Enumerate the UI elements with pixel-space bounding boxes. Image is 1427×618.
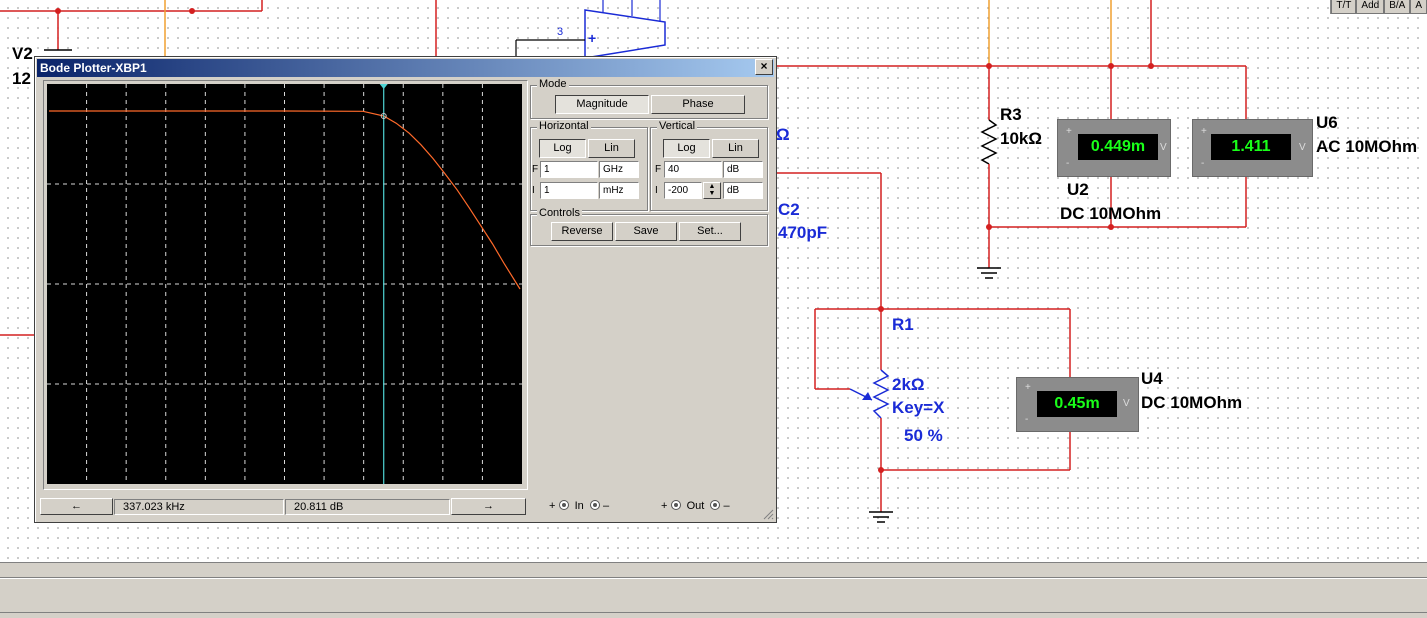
cursor-gain: 20.811 dB bbox=[285, 499, 450, 515]
horizontal-final-value[interactable]: 1 bbox=[540, 161, 598, 178]
plot-frame bbox=[43, 80, 528, 490]
toolbar-button-ba[interactable]: B/A bbox=[1384, 0, 1411, 14]
output-terminals: + Out – bbox=[661, 500, 730, 512]
u2-plus-terminal: + bbox=[1066, 126, 1072, 137]
vertical-final-label: F bbox=[655, 164, 662, 175]
r1-percent: 50 % bbox=[904, 426, 943, 445]
output-label: Out bbox=[686, 500, 705, 512]
bode-plotter-window[interactable]: Bode Plotter-XBP1 × Mode Magnitude Phase… bbox=[34, 56, 777, 523]
u2-reading: 0.449m bbox=[1078, 134, 1158, 160]
opamp-plus: + bbox=[588, 30, 597, 46]
reverse-button[interactable]: Reverse bbox=[551, 222, 613, 241]
bode-plot[interactable] bbox=[47, 84, 522, 484]
opamp-pin-3: 3 bbox=[557, 26, 564, 38]
horizontal-initial-value[interactable]: 1 bbox=[540, 182, 598, 199]
mode-label: Mode bbox=[537, 78, 569, 90]
controls-label: Controls bbox=[537, 207, 582, 219]
vertical-label: Vertical bbox=[657, 120, 698, 132]
toolbar-fragment: T/T Add B/A A bbox=[1330, 0, 1427, 14]
r1-key: Key=X bbox=[892, 398, 945, 417]
output-plus-terminal[interactable] bbox=[670, 500, 681, 510]
output-plus-label: + bbox=[661, 500, 668, 512]
vertical-initial-unit[interactable]: dB bbox=[723, 182, 763, 199]
input-plus-terminal[interactable] bbox=[558, 500, 569, 510]
u2-minus-terminal: - bbox=[1066, 158, 1070, 169]
vertical-initial-spinner[interactable]: ▲▼ bbox=[703, 182, 721, 199]
omega-fragment: Ω bbox=[776, 125, 790, 144]
u6-voltmeter[interactable]: + - 1.411 V bbox=[1192, 119, 1313, 177]
horizontal-group: Horizontal Log Lin F 1 GHz I 1 mHz bbox=[530, 120, 648, 211]
input-label: In bbox=[574, 500, 584, 512]
phase-button[interactable]: Phase bbox=[651, 95, 745, 114]
vertical-final-unit[interactable]: dB bbox=[723, 161, 763, 178]
u6-reading: 1.411 bbox=[1211, 134, 1291, 160]
output-minus-terminal[interactable] bbox=[710, 500, 721, 510]
magnitude-trace-0 bbox=[49, 110, 521, 290]
vertical-log-button[interactable]: Log bbox=[663, 139, 710, 158]
r1-value: 2kΩ bbox=[892, 375, 925, 394]
u6-minus-terminal: - bbox=[1201, 158, 1205, 169]
input-minus-label: – bbox=[603, 500, 610, 512]
v2-value: 12 bbox=[12, 69, 31, 88]
horizontal-initial-unit[interactable]: mHz bbox=[599, 182, 639, 199]
cursor-frequency: 337.023 kHz bbox=[114, 499, 284, 515]
input-plus-label: + bbox=[549, 500, 556, 512]
mode-group: Mode Magnitude Phase bbox=[530, 78, 768, 119]
toolbar-button-a[interactable]: A bbox=[1410, 0, 1427, 14]
toolbar-button-add[interactable]: Add bbox=[1356, 0, 1385, 14]
u6-mode: AC 10MOhm bbox=[1316, 137, 1418, 156]
u4-name: U4 bbox=[1141, 369, 1163, 388]
r3-value: 10kΩ bbox=[1000, 129, 1042, 148]
vertical-group: Vertical Log Lin F 40 dB I -200 ▲▼ dB bbox=[650, 120, 768, 211]
u2-voltmeter[interactable]: + - 0.449m V bbox=[1057, 119, 1171, 177]
u4-mode: DC 10MOhm bbox=[1141, 393, 1243, 412]
set-button[interactable]: Set... bbox=[679, 222, 741, 241]
vertical-final-value[interactable]: 40 bbox=[664, 161, 722, 178]
u4-plus-terminal: + bbox=[1025, 382, 1031, 393]
schematic-wires bbox=[0, 0, 1247, 523]
u4-minus-terminal: - bbox=[1025, 414, 1029, 425]
u6-plus-terminal: + bbox=[1201, 126, 1207, 137]
c2-value: 470pF bbox=[778, 223, 828, 242]
input-terminals: + In – bbox=[549, 500, 609, 512]
cursor-right-button[interactable]: → bbox=[451, 498, 526, 515]
window-title[interactable]: Bode Plotter-XBP1 bbox=[37, 59, 774, 77]
u2-name: U2 bbox=[1067, 180, 1089, 199]
cursor-point bbox=[380, 112, 387, 119]
u2-unit: V bbox=[1160, 142, 1167, 153]
vertical-initial-value[interactable]: -200 bbox=[664, 182, 702, 199]
horizontal-final-label: F bbox=[532, 164, 539, 175]
u6-name: U6 bbox=[1316, 113, 1338, 132]
horizontal-lin-button[interactable]: Lin bbox=[588, 139, 635, 158]
toolbar-button-tt[interactable]: T/T bbox=[1331, 0, 1357, 14]
horizontal-final-unit[interactable]: GHz bbox=[599, 161, 639, 178]
controls-group: Controls Reverse Save Set... bbox=[530, 207, 768, 246]
r3-name: R3 bbox=[1000, 105, 1022, 124]
c2-name: C2 bbox=[778, 200, 800, 219]
horizontal-log-button[interactable]: Log bbox=[539, 139, 586, 158]
r1-name: R1 bbox=[892, 315, 914, 334]
input-minus-terminal[interactable] bbox=[589, 500, 600, 510]
output-minus-label: – bbox=[723, 500, 730, 512]
status-bar bbox=[0, 560, 1427, 618]
u6-unit: V bbox=[1299, 142, 1306, 153]
resize-grip-icon[interactable] bbox=[762, 508, 774, 520]
cursor-left-button[interactable]: ← bbox=[40, 498, 113, 515]
save-button[interactable]: Save bbox=[615, 222, 677, 241]
u2-mode: DC 10MOhm bbox=[1060, 204, 1162, 223]
cursor-marker-icon bbox=[379, 84, 388, 89]
v2-label: V2 bbox=[12, 44, 33, 63]
u4-voltmeter[interactable]: + - 0.45m V bbox=[1016, 377, 1139, 432]
vertical-lin-button[interactable]: Lin bbox=[712, 139, 759, 158]
horizontal-initial-label: I bbox=[532, 185, 535, 196]
u4-unit: V bbox=[1123, 398, 1130, 409]
close-button[interactable]: × bbox=[755, 59, 773, 75]
vertical-initial-label: I bbox=[655, 185, 658, 196]
u4-reading: 0.45m bbox=[1037, 391, 1117, 417]
magnitude-button[interactable]: Magnitude bbox=[555, 95, 649, 114]
horizontal-label: Horizontal bbox=[537, 120, 591, 132]
